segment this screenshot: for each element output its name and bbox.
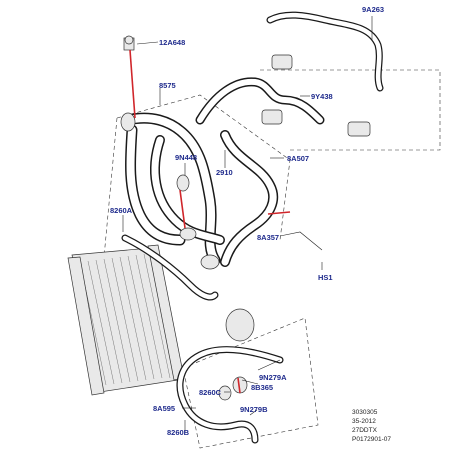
label-2910: 2910 [216,168,233,177]
frame-right [260,69,441,151]
label-9y438: 9Y438 [311,92,333,101]
leader-lines [122,16,373,432]
label-8a507: 8A507 [287,154,309,163]
ref-line-1: 3030305 [352,409,378,416]
label-8b365: 8B365 [251,383,273,392]
label-12a648: 12A648 [159,38,185,47]
hose-main-left [124,124,186,246]
sensor-12a648 [123,35,135,51]
ref-line-2: 35-2012 [352,418,376,425]
label-8a357: 8A357 [257,233,279,242]
label-8a595: 8A595 [153,404,175,413]
hose-8260a [121,234,219,301]
red-highlight [129,49,291,394]
label-hs1: HS1 [318,273,333,282]
label-8260c: 8260C [199,388,222,397]
ref-line-4: P0172901-07 [352,436,391,443]
label-8260b: 8260B [167,428,190,437]
label-9n279a: 9N279A [259,373,287,382]
thermostat-housing [120,54,371,401]
label-9n448: 9N448 [175,153,197,162]
hose-2910 [220,130,279,267]
hose-9n448 [150,135,225,245]
hose-8a595 [176,346,284,444]
label-8575: 8575 [159,81,176,90]
ref-line-3: 27DDTX [352,427,378,434]
label-9n279b: 9N279B [240,405,268,414]
label-8260a: 8260A [110,206,133,215]
reference-block: 3030305 35-2012 27DDTX P0172901-07 [352,409,391,443]
hose-9a263 [266,11,384,92]
hose-9y438 [195,77,325,125]
label-9a263: 9A263 [362,5,384,14]
